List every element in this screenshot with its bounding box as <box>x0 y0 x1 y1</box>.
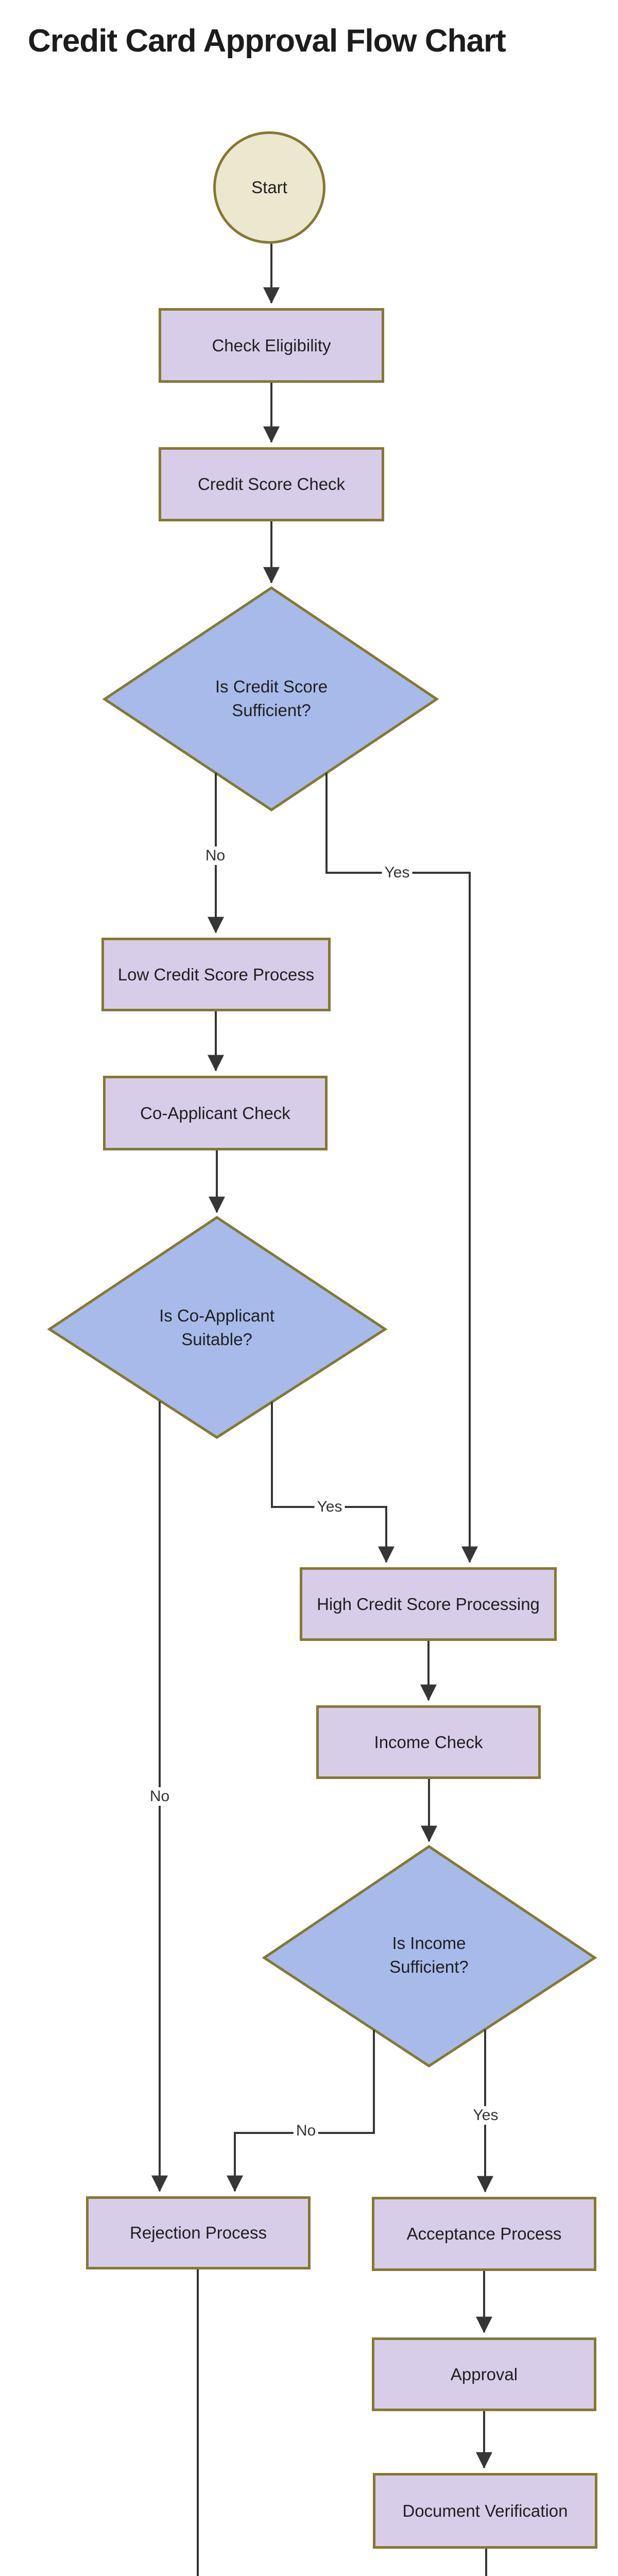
node-rejection-process: Rejection Process <box>86 2196 311 2269</box>
decision2-label: Is Co-Applicant Suitable? <box>159 1304 274 1351</box>
node-income-check: Income Check <box>316 1705 541 1779</box>
node-document-verification-label: Document Verification <box>402 2501 568 2520</box>
edge-label-decision2-no: No <box>147 1787 173 1806</box>
node-start: Start <box>213 131 325 244</box>
edge-label-decision2-yes: Yes <box>314 1498 345 1516</box>
node-co-applicant-check: Co-Applicant Check <box>103 1076 328 1150</box>
edge-decision2-yes-to-high-credit-score-processing <box>271 1402 394 1563</box>
node-acceptance-process: Acceptance Process <box>372 2197 596 2271</box>
decision2-label-line1: Is Co-Applicant <box>159 1306 274 1325</box>
decision1-label: Is Credit Score Sufficient? <box>215 675 328 722</box>
decision-is-credit-score-sufficient <box>102 586 439 812</box>
node-acceptance-process-label: Acceptance Process <box>406 2224 562 2243</box>
node-low-credit-score-process: Low Credit Score Process <box>101 938 331 1011</box>
edge-label-decision3-yes: Yes <box>470 2106 501 2125</box>
node-income-check-label: Income Check <box>374 1732 483 1752</box>
edge-decision1-yes-to-high-credit-score-processing <box>325 773 478 1563</box>
edge-decision3-no-to-rejection-process <box>227 2030 375 2192</box>
node-co-applicant-check-label: Co-Applicant Check <box>140 1103 290 1123</box>
node-approval-label: Approval <box>450 2364 518 2384</box>
node-high-credit-score-processing: High Credit Score Processing <box>300 1567 557 1641</box>
decision-is-income-sufficient <box>262 1844 597 2067</box>
decision3-label: Is Income Sufficient? <box>389 1931 469 1979</box>
node-low-credit-score-process-label: Low Credit Score Process <box>117 964 315 984</box>
decision-is-co-applicant-suitable <box>47 1215 388 1439</box>
edge-label-decision1-no: No <box>202 846 228 865</box>
decision1-label-line1: Is Credit Score <box>215 676 328 696</box>
decision3-label-line1: Is Income <box>392 1933 466 1953</box>
node-approval: Approval <box>372 2337 596 2411</box>
edge-document-verification-to-end <box>485 2549 487 2576</box>
decision3-label-line2: Sufficient? <box>389 1957 469 1976</box>
node-start-label: Start <box>251 178 287 197</box>
edge-label-decision3-no: No <box>293 2122 319 2140</box>
decision2-label-line2: Suitable? <box>181 1330 252 1349</box>
node-credit-score-check-label: Credit Score Check <box>197 474 346 494</box>
edge-label-decision1-yes: Yes <box>382 863 413 882</box>
node-check-eligibility-label: Check Eligibility <box>212 335 331 355</box>
node-document-verification: Document Verification <box>373 2473 597 2549</box>
node-check-eligibility: Check Eligibility <box>159 308 384 383</box>
page-title: Credit Card Approval Flow Chart <box>28 23 506 59</box>
node-credit-score-check: Credit Score Check <box>159 447 384 521</box>
node-rejection-process-label: Rejection Process <box>130 2223 267 2242</box>
decision1-label-line2: Sufficient? <box>232 701 311 720</box>
node-high-credit-score-processing-label: High Credit Score Processing <box>317 1594 540 1614</box>
